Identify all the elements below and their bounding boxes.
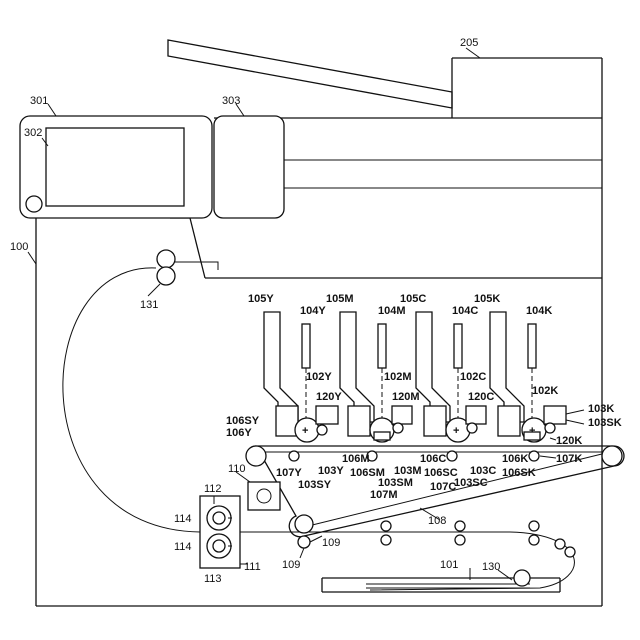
label-114-upper: 114 bbox=[174, 513, 192, 525]
label-102k: 102K bbox=[532, 385, 558, 397]
panel-unit-303 bbox=[214, 116, 284, 218]
label-120c: 120C bbox=[468, 391, 494, 403]
label-103sy: 103SY bbox=[298, 479, 332, 491]
fixing-unit bbox=[200, 496, 240, 568]
label-101: 101 bbox=[440, 559, 458, 571]
label-102m: 102M bbox=[384, 371, 412, 383]
svg-text:+: + bbox=[453, 425, 459, 437]
label-303: 303 bbox=[222, 95, 240, 107]
label-107m: 107M bbox=[370, 489, 398, 501]
label-107k: 107K bbox=[556, 453, 582, 465]
label-131: 131 bbox=[140, 299, 158, 311]
label-110: 110 bbox=[228, 463, 246, 475]
label-106sk: 106SK bbox=[502, 467, 536, 479]
label-100: 100 bbox=[10, 241, 28, 253]
station-m bbox=[340, 312, 412, 461]
label-108: 108 bbox=[428, 515, 446, 527]
label-301: 301 bbox=[30, 95, 48, 107]
label-120y: 120Y bbox=[316, 391, 342, 403]
label-104k: 104K bbox=[526, 305, 552, 317]
label-102y: 102Y bbox=[306, 371, 332, 383]
label-103y: 103Y bbox=[318, 465, 344, 477]
label-112: 112 bbox=[204, 483, 222, 495]
label-113: 113 bbox=[204, 573, 222, 585]
label-104c: 104C bbox=[452, 305, 478, 317]
label-105c: 105C bbox=[400, 293, 426, 305]
label-109: 109 bbox=[322, 537, 340, 549]
label-103m: 103M bbox=[394, 465, 422, 477]
label-103k: 103K bbox=[588, 403, 614, 415]
operation-panel bbox=[20, 116, 212, 218]
label-130: 130 bbox=[482, 561, 500, 573]
label-106y: 106Y bbox=[226, 427, 252, 439]
station-c: + bbox=[416, 312, 486, 461]
label-105k: 105K bbox=[474, 293, 500, 305]
registration-rollers bbox=[157, 250, 175, 285]
label-104m: 104M bbox=[378, 305, 406, 317]
svg-text:+: + bbox=[302, 425, 308, 437]
label-105y: 105Y bbox=[248, 293, 274, 305]
label-106k: 106K bbox=[502, 453, 528, 465]
station-y: + bbox=[264, 312, 338, 461]
label-109b: 109 bbox=[282, 559, 300, 571]
label-103sk: 103SK bbox=[588, 417, 622, 429]
label-120k: 120K bbox=[556, 435, 582, 447]
label-106sy: 106SY bbox=[226, 415, 260, 427]
label-104y: 104Y bbox=[300, 305, 326, 317]
label-103sc: 103SC bbox=[454, 477, 488, 489]
label-106m: 106M bbox=[342, 453, 370, 465]
label-102c: 102C bbox=[460, 371, 486, 383]
label-302: 302 bbox=[24, 127, 42, 139]
label-114-lower: 114 bbox=[174, 541, 192, 553]
label-111: 111 bbox=[244, 561, 261, 573]
belt-cleaner bbox=[248, 482, 280, 510]
label-106sc: 106SC bbox=[424, 467, 458, 479]
label-106c: 106C bbox=[420, 453, 446, 465]
label-103sm: 103SM bbox=[378, 477, 413, 489]
label-205: 205 bbox=[460, 37, 478, 49]
label-107y: 107Y bbox=[276, 467, 302, 479]
label-103c: 103C bbox=[470, 465, 496, 477]
label-105m: 105M bbox=[326, 293, 354, 305]
label-120m: 120M bbox=[392, 391, 420, 403]
label-107c: 107C bbox=[430, 481, 456, 493]
